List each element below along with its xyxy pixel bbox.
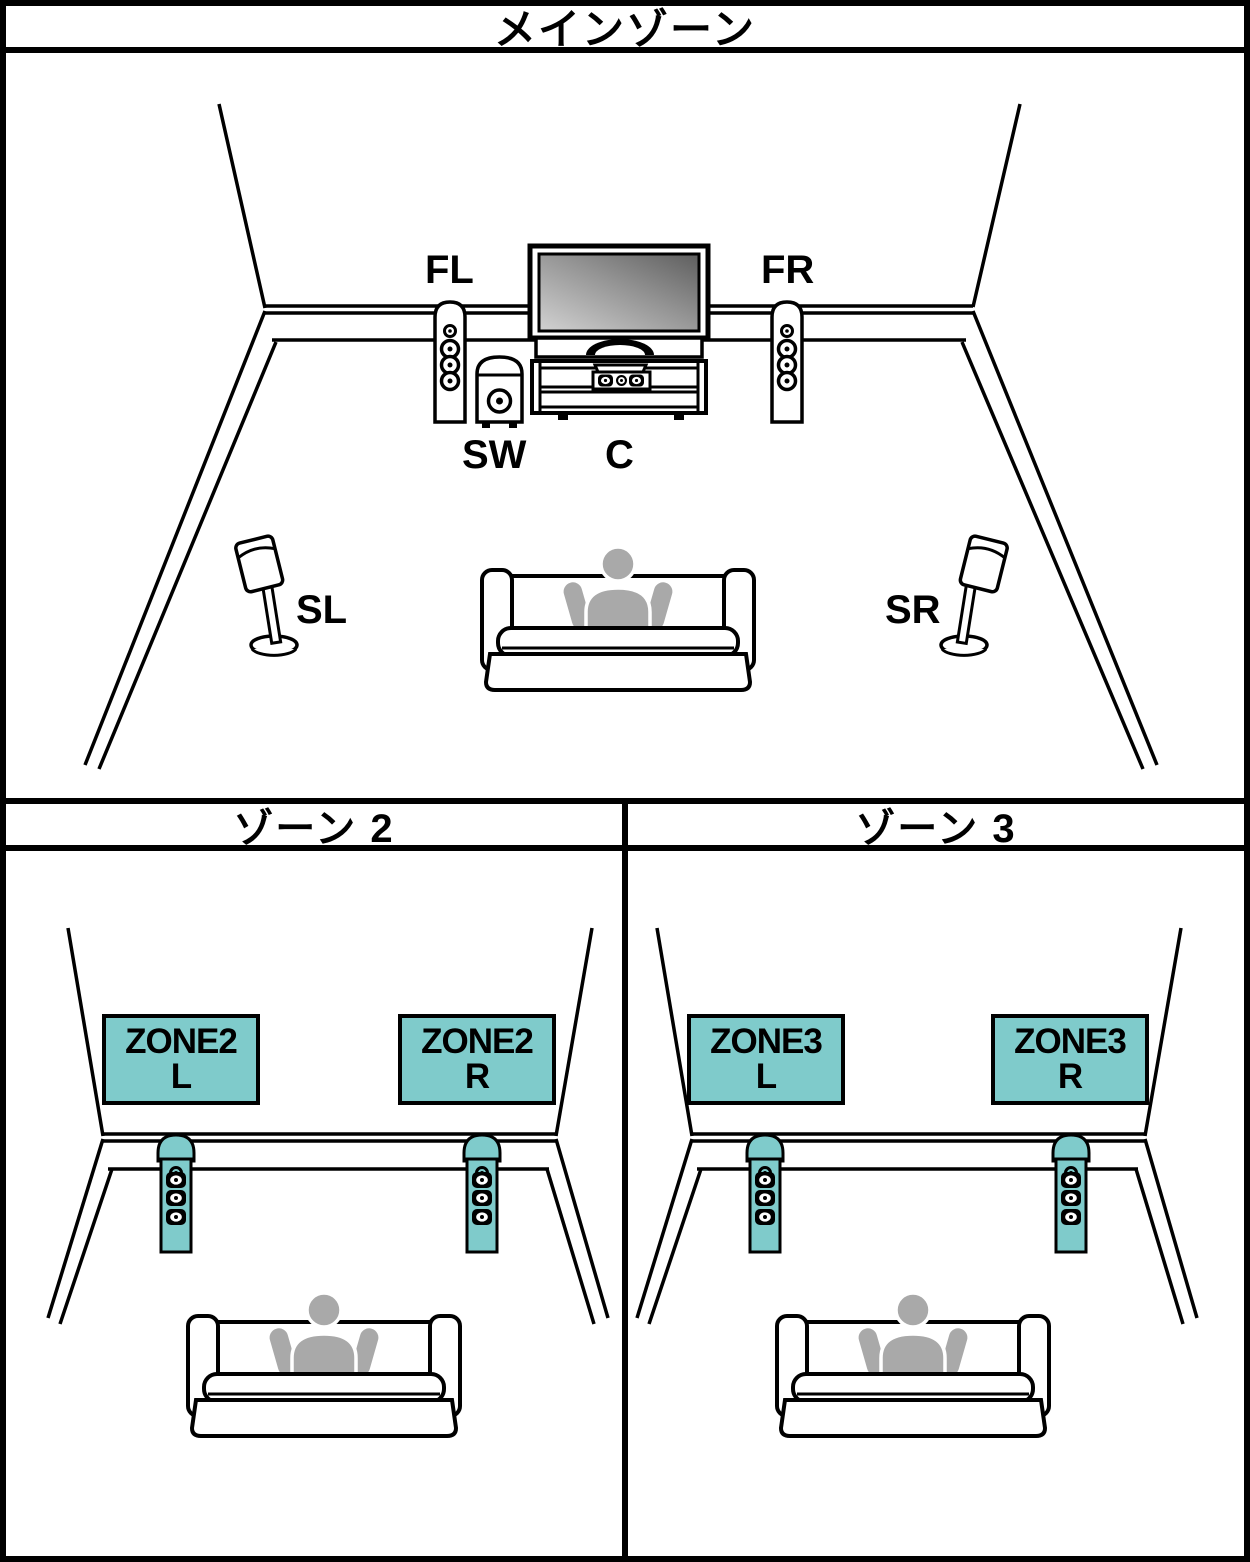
tv-and-rack <box>527 243 711 420</box>
main-zone-room: FL FR SW C SL SR <box>6 53 1244 804</box>
main-zone-title: メインゾーン <box>6 6 1244 53</box>
label-surround-right: SR <box>885 588 941 632</box>
label-subwoofer: SW <box>462 433 527 477</box>
main-room-drawing <box>83 103 1159 770</box>
zone3-room-drawing <box>628 851 1211 1538</box>
main-sofa-listener <box>480 545 756 692</box>
front-right-speaker <box>770 300 804 424</box>
label-surround-left: SL <box>296 588 348 632</box>
zone2-title: ゾーン 2 <box>6 804 628 851</box>
front-left-speaker <box>433 300 467 424</box>
label-center: C <box>605 433 634 477</box>
surround-right-speaker <box>939 534 1009 657</box>
surround-left-speaker <box>234 534 299 657</box>
zone2-left-speaker-label: ZONE2 L <box>102 1014 260 1105</box>
zone2-room: ZONE2 L ZONE2 R <box>6 851 628 1556</box>
center-speaker <box>591 363 652 391</box>
zone3-room: ZONE3 L ZONE3 R <box>628 851 1244 1556</box>
zone2-right-speaker-label: ZONE2 R <box>398 1014 556 1105</box>
zone2-room-drawing <box>6 851 622 1538</box>
zone3-left-speaker-label: ZONE3 L <box>687 1014 845 1105</box>
label-front-right: FR <box>761 248 815 292</box>
zone-headers: ゾーン 2 ゾーン 3 <box>6 804 1244 851</box>
subwoofer <box>475 355 524 428</box>
label-front-left: FL <box>425 248 474 292</box>
zone-rooms: ZONE2 L ZONE2 R ZONE3 L ZONE3 R <box>6 851 1244 1556</box>
zone3-title: ゾーン 3 <box>855 806 1017 851</box>
zone3-right-speaker-label: ZONE3 R <box>991 1014 1149 1105</box>
